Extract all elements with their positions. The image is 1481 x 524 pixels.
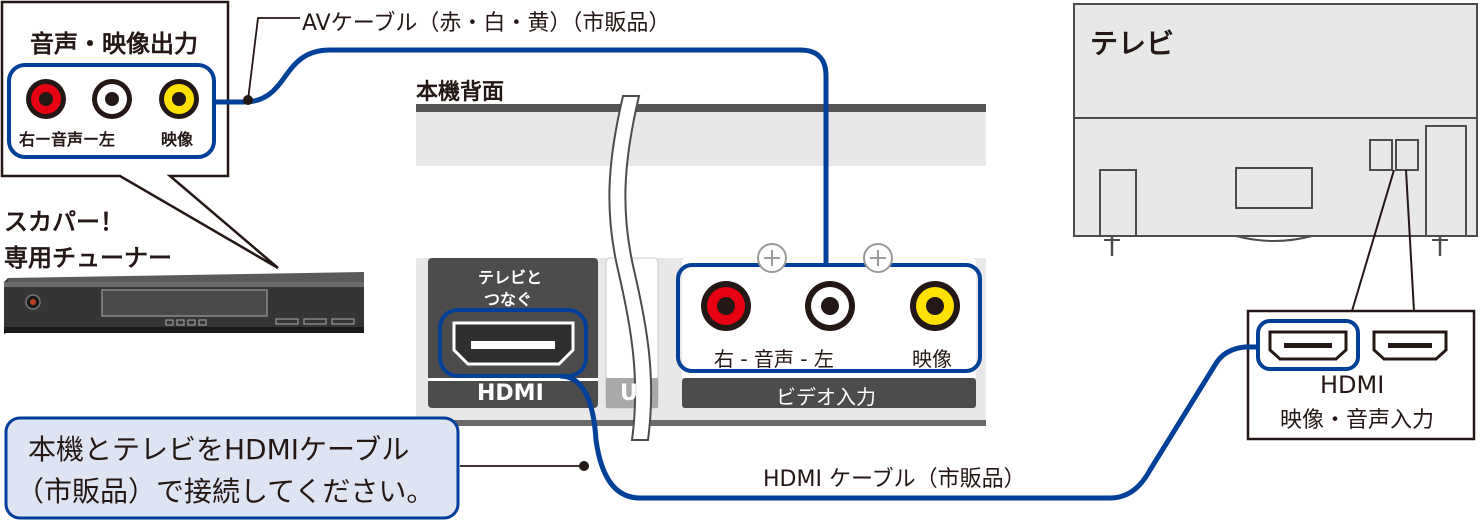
screw-icon bbox=[757, 243, 787, 273]
recorder-top-edge bbox=[416, 104, 986, 112]
instruction-box bbox=[4, 416, 460, 520]
instruction-line-1: 本機とテレビをHDMIケーブル bbox=[28, 433, 410, 466]
hdmi-caption-line1: テレビと bbox=[478, 268, 543, 287]
tuner-red-jack bbox=[26, 79, 66, 119]
recorder-white-jack bbox=[805, 281, 855, 331]
hdmi-caption-line2: つなぐ bbox=[484, 290, 533, 309]
tuner-device bbox=[4, 272, 364, 334]
tuner-white-jack bbox=[92, 79, 132, 119]
recorder-yellow-jack bbox=[910, 281, 960, 331]
video-in-audio-label: 右 - 音声 - 左 bbox=[714, 347, 834, 371]
av-cable-label: AVケーブル（赤・白・黄）（市販品） bbox=[302, 11, 671, 36]
tuner-device-label-2: 専用チューナー bbox=[4, 244, 172, 272]
tuner-callout bbox=[0, 0, 279, 270]
tv-hdmi-sub-label: 映像・音声入力 bbox=[1280, 408, 1435, 433]
tuner-video-jack-caption: 映像 bbox=[161, 130, 194, 149]
tv-hdmi-label: HDMI bbox=[1320, 371, 1385, 399]
recorder-rear-label: 本機背面 bbox=[416, 80, 505, 105]
recorder-hdmi-block bbox=[428, 258, 598, 408]
instruction-line-2: （市販品）で接続してください。 bbox=[16, 475, 435, 508]
recorder-red-jack bbox=[701, 281, 751, 331]
recorder-rear-panel bbox=[416, 95, 986, 441]
av-cable bbox=[214, 17, 829, 265]
video-in-group-label: ビデオ入力 bbox=[776, 385, 876, 409]
hdmi-cable-label: HDMI ケーブル（市販品） bbox=[763, 467, 1026, 492]
tuner-output-highlight bbox=[7, 63, 216, 159]
video-in-video-label: 映像 bbox=[912, 347, 952, 371]
recorder-usb-port-label: U bbox=[620, 381, 638, 406]
tuner-yellow-jack bbox=[159, 79, 199, 119]
tv-title: テレビ bbox=[1090, 27, 1175, 60]
tuner-output-title: 音声・映像出力 bbox=[30, 30, 198, 58]
screw-icon bbox=[863, 243, 893, 273]
recorder-hdmi-port-label: HDMI bbox=[477, 381, 544, 406]
tuner-device-label-1: スカパー！ bbox=[4, 208, 124, 236]
tv-illustration bbox=[1073, 3, 1478, 441]
recorder-video-input-highlight bbox=[676, 263, 982, 373]
recorder-hdmi-highlight bbox=[438, 308, 588, 378]
tuner-audio-jack-caption: 右ー音声ー左 bbox=[19, 130, 116, 149]
hdmi-cable bbox=[460, 344, 1258, 501]
recorder-video-input-block bbox=[676, 258, 982, 408]
panel-break-mark bbox=[608, 95, 653, 441]
